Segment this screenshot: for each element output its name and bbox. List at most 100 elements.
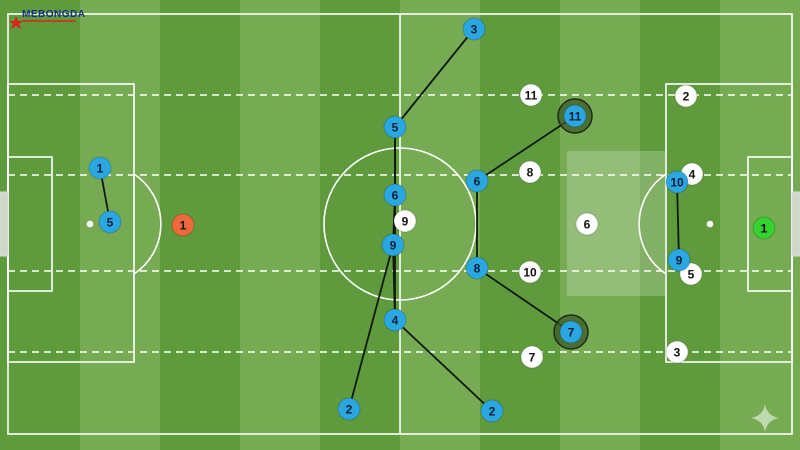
link-b10-b9r xyxy=(676,181,680,261)
player-marker xyxy=(383,115,407,139)
blue-goalkeeper: 1 xyxy=(171,213,195,237)
blue-player-3: 3 xyxy=(462,17,486,41)
player-marker xyxy=(381,233,405,257)
player-marker xyxy=(171,213,195,237)
player-marker xyxy=(98,210,122,234)
blue-player-9: 9 xyxy=(667,248,691,272)
player-number: 10 xyxy=(523,266,537,280)
player-number: 2 xyxy=(683,90,690,104)
player-marker xyxy=(667,248,691,272)
player-marker xyxy=(88,156,112,180)
player-marker xyxy=(465,169,489,193)
player-number: 9 xyxy=(390,239,397,253)
player-number: 7 xyxy=(568,326,575,340)
pitch-markings xyxy=(0,13,800,435)
player-number: 6 xyxy=(584,218,591,232)
blue-player-11: 11 xyxy=(557,98,593,134)
white-player-7: 7 xyxy=(520,345,544,369)
player-number: 4 xyxy=(392,314,399,328)
player-number: 2 xyxy=(346,403,353,417)
player-marker xyxy=(563,104,587,128)
player-number: 5 xyxy=(107,216,114,230)
blue-player-8: 8 xyxy=(465,256,489,280)
link-b4-b2b xyxy=(394,319,493,412)
brand-logo: MEBONGDA xyxy=(9,9,85,29)
blue-player-2: 2 xyxy=(337,397,361,421)
white-player-3: 3 xyxy=(665,340,689,364)
player-number: 8 xyxy=(474,262,481,276)
white-player-9: 9 xyxy=(393,209,417,233)
player-number: 3 xyxy=(674,346,681,360)
blue-player-9: 9 xyxy=(381,233,405,257)
white-player-10: 10 xyxy=(518,260,542,284)
white-player-8: 8 xyxy=(518,160,542,184)
player-marker xyxy=(674,84,698,108)
player-number: 1 xyxy=(97,162,104,176)
link-b8-b7 xyxy=(476,267,572,333)
blue-player-4: 4 xyxy=(383,308,407,332)
player-number: 9 xyxy=(402,215,409,229)
player-number: 5 xyxy=(392,121,399,135)
player-marker xyxy=(665,340,689,364)
grass-stripe xyxy=(480,0,561,450)
blue-player-5: 5 xyxy=(98,210,122,234)
blue-player-6: 6 xyxy=(383,183,407,207)
player-number: 9 xyxy=(676,254,683,268)
player-marker xyxy=(518,160,542,184)
white-player-6: 6 xyxy=(575,212,599,236)
player-number: 1 xyxy=(761,222,768,236)
left-goal xyxy=(0,191,9,257)
player-marker xyxy=(559,320,583,344)
blue-player-1: 1 xyxy=(88,156,112,180)
player-marker xyxy=(480,399,504,423)
star-icon xyxy=(9,16,23,29)
player-number: 11 xyxy=(569,110,582,124)
left-penalty-spot xyxy=(86,220,94,228)
right-penalty-spot xyxy=(706,220,714,228)
player-marker xyxy=(383,183,407,207)
player-marker xyxy=(462,17,486,41)
player-number: 2 xyxy=(489,405,496,419)
blue-player-7: 7 xyxy=(553,314,589,350)
right-penalty-arc xyxy=(638,173,667,275)
grass-stripe xyxy=(0,0,81,450)
player-number: 7 xyxy=(529,351,536,365)
channel-dashed-lines xyxy=(8,94,792,353)
white-player-11: 11 xyxy=(519,83,543,107)
player-marker xyxy=(337,397,361,421)
blue-player-10: 10 xyxy=(665,170,689,194)
player-marker xyxy=(752,216,776,240)
right-goal xyxy=(791,191,800,257)
player-number: 6 xyxy=(474,175,481,189)
white-goalkeeper: 1 xyxy=(752,216,776,240)
player-number: 4 xyxy=(689,168,696,182)
blue-player-2: 2 xyxy=(480,399,504,423)
left-penalty-arc xyxy=(133,173,162,275)
white-player-2: 2 xyxy=(674,84,698,108)
player-number: 5 xyxy=(688,268,695,282)
player-marker xyxy=(518,260,542,284)
player-marker xyxy=(520,345,544,369)
player-marker xyxy=(519,83,543,107)
player-marker xyxy=(575,212,599,236)
grass-stripe xyxy=(240,0,321,450)
link-b9-b2a xyxy=(348,244,394,410)
player-marker xyxy=(383,308,407,332)
player-number: 6 xyxy=(392,189,399,203)
player-number: 3 xyxy=(471,23,478,37)
player-number: 8 xyxy=(527,166,534,180)
player-number: 1 xyxy=(180,219,187,233)
sparkle-icon xyxy=(751,404,779,432)
player-number: 11 xyxy=(525,89,538,103)
blue-player-5: 5 xyxy=(383,115,407,139)
player-marker xyxy=(393,209,417,233)
grass-stripe xyxy=(560,0,641,450)
center-circle xyxy=(323,147,477,301)
link-b6r-b11 xyxy=(476,115,576,182)
logo-text: MEBONGDA xyxy=(22,9,85,20)
link-b3-b5 xyxy=(394,28,475,128)
